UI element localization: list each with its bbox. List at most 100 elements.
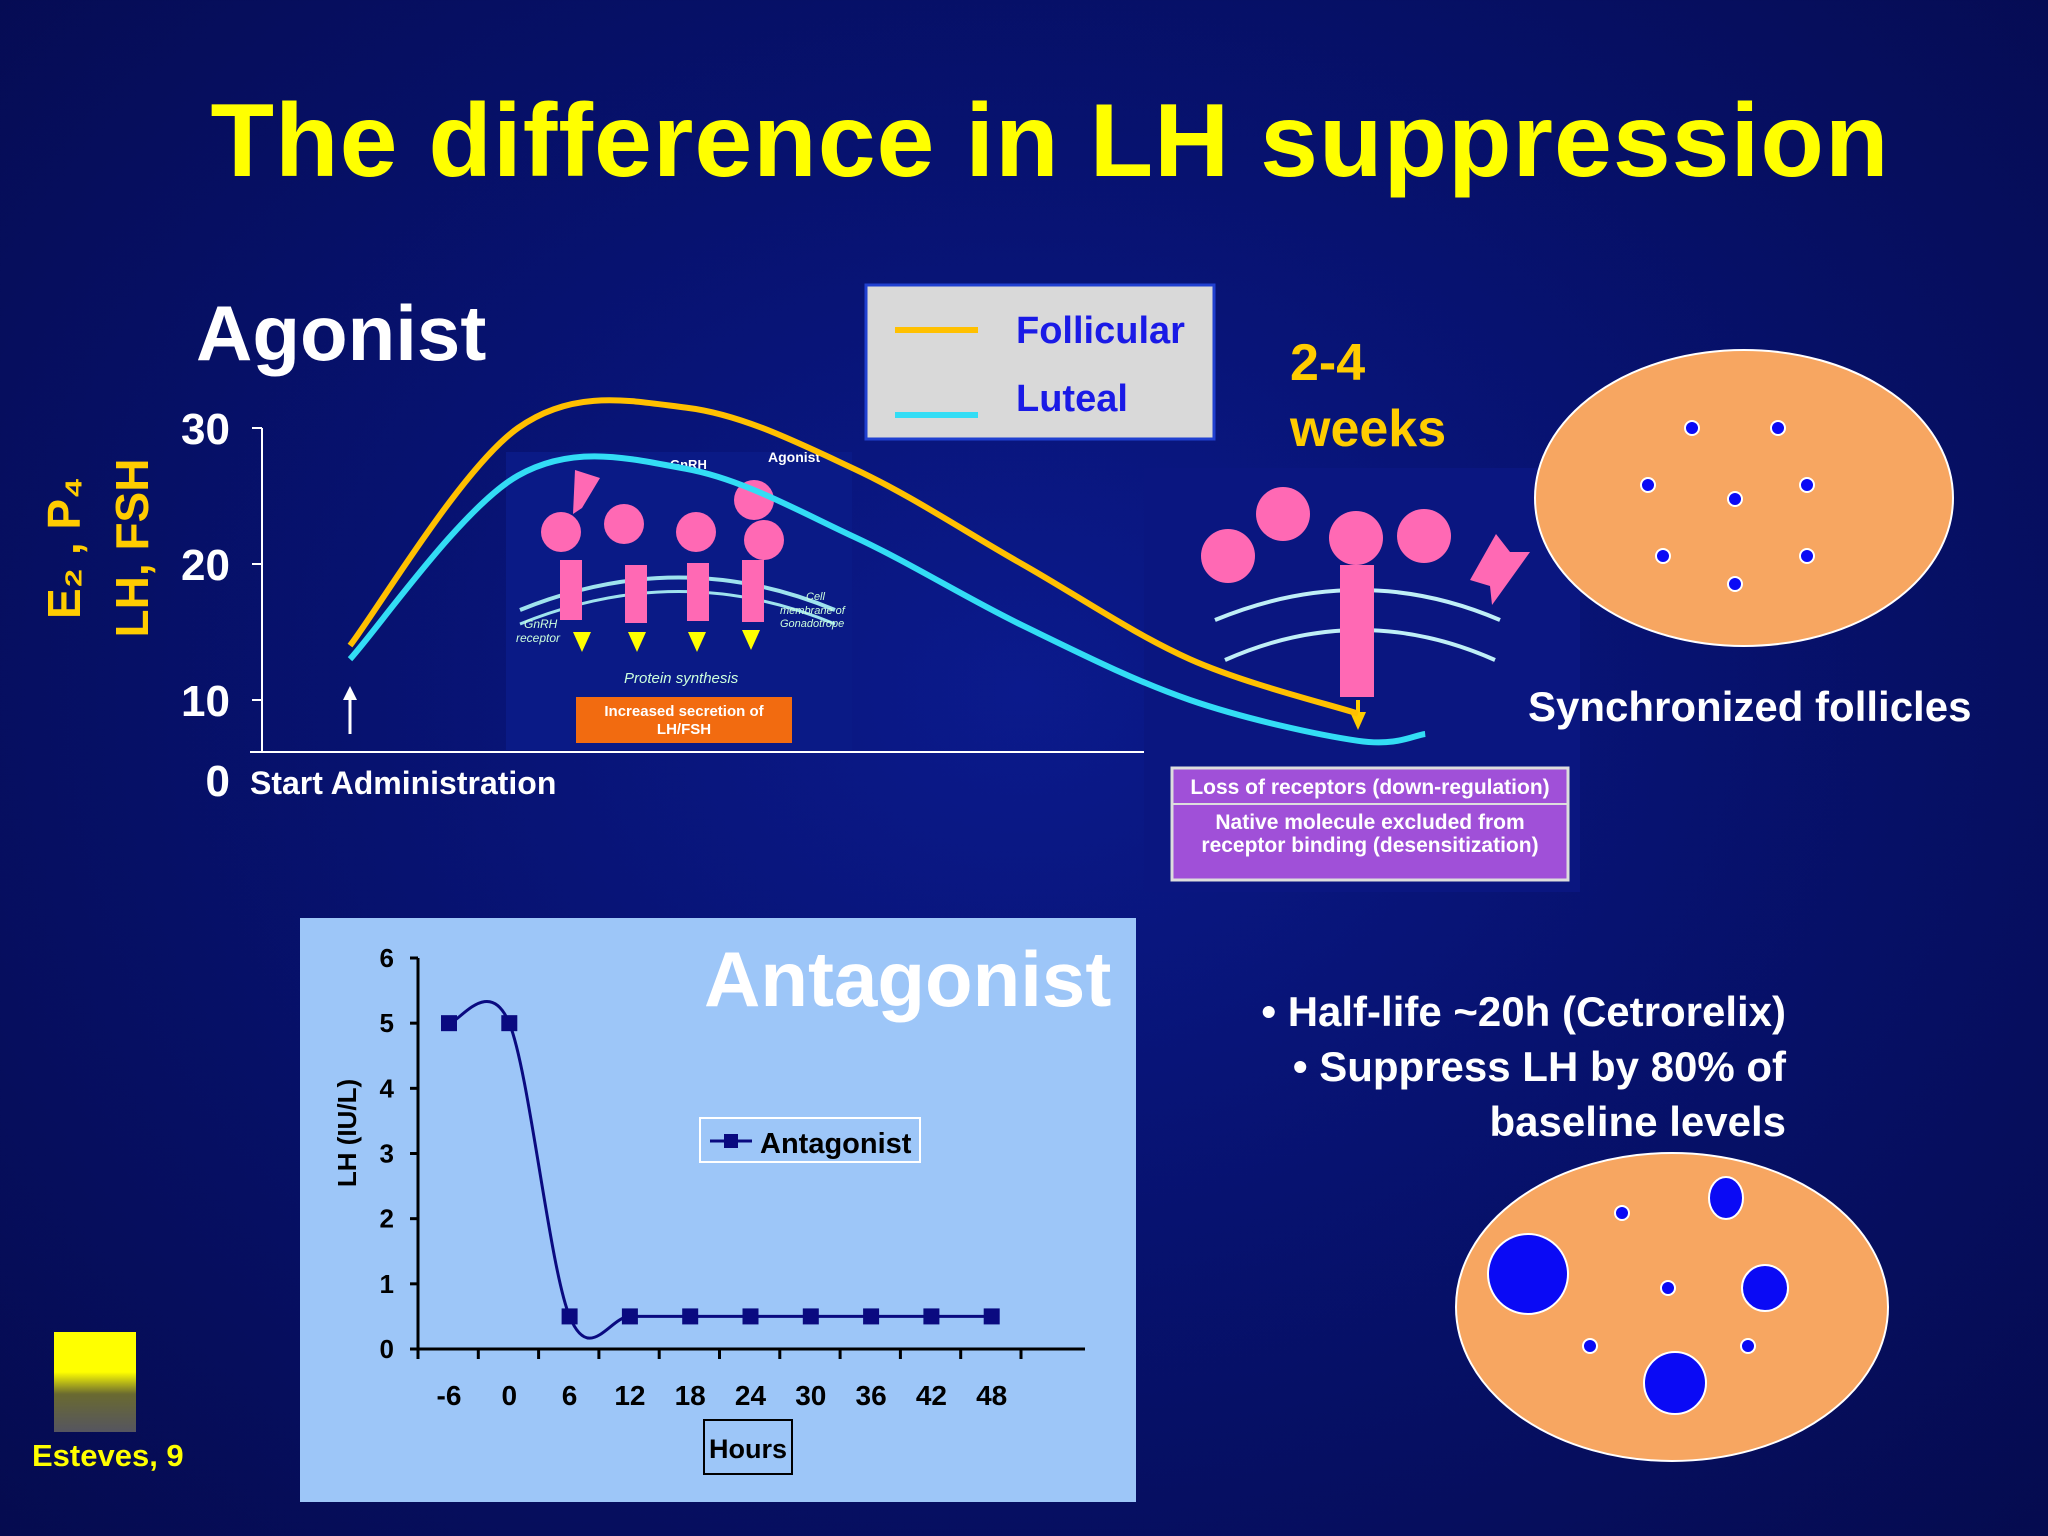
antagonist-ytick-label: 2 [380,1204,394,1234]
synchronized-follicles-label: Synchronized follicles [1528,683,1972,730]
receptor-fragment-shape [1470,534,1530,605]
follicle-dot [1487,1233,1569,1315]
follicle-dot [1740,1338,1756,1354]
antagonist-chart-panel [300,918,1136,1502]
downregulation-inset: Loss of receptors (down-regulation) Nati… [1144,468,1580,892]
bullet-half-life: • Half-life ~20h (Cetrorelix) [1261,988,1786,1035]
antagonist-xtick-label: 36 [856,1380,887,1411]
down-arrow-icon [1350,712,1366,730]
antagonist-xlabel-box [703,1419,793,1475]
antagonist-xtick-label: 6 [562,1380,578,1411]
gnrh-receptor-inset: GnRH Agonist GnRH receptor Cell membrane… [506,449,852,750]
agonist-ytick-label: 30 [181,405,230,454]
follicle-dot [1655,548,1671,564]
legend-label-antagonist: Antagonist [760,1128,912,1160]
follicle-dot [1660,1280,1676,1296]
yellow-arrows [573,630,760,652]
down-arrow-icon [573,632,591,652]
bullet-suppress: • Suppress LH by 80% of [1292,1043,1786,1090]
data-point-marker [923,1308,940,1325]
antagonist-xtick-label: 24 [735,1380,767,1411]
follicle-dot [1582,1338,1598,1354]
antagonist-xlabel: Hours [709,1434,787,1464]
antagonist-xtick-label: -6 [437,1380,462,1411]
slide-title: The difference in LH suppression [210,83,1890,199]
legend-marker-antagonist [724,1134,738,1148]
follicle-dot [1727,576,1743,592]
cell-label: membrane of [780,605,846,617]
antagonist-ytick-label: 5 [380,1008,394,1038]
follicle-dot [1727,491,1743,507]
data-point-marker [441,1015,457,1032]
follicle-dot [1640,477,1656,493]
antagonist-legend: Antagonist [699,1117,921,1163]
receptor-group [541,470,784,623]
series-line-antagonist [448,1000,992,1340]
gnrh-molecule-shape [573,470,600,514]
receptor-head-shape [604,504,644,544]
receptor-shape [625,565,647,623]
native-molecule-label: receptor binding (desensitization) [1201,834,1538,857]
antagonist-xtick-label: 0 [502,1380,518,1411]
antagonist-xtick-label: 48 [976,1380,1007,1411]
antagonist-ytick-label: 1 [380,1269,394,1299]
receptor-head-shape [1201,529,1255,583]
receptor-head-shape [1397,509,1451,563]
antagonist-notes: • Half-life ~20h (Cetrorelix) • Suppress… [1100,984,1786,1149]
legend-label-luteal: Luteal [1016,378,1128,420]
antagonist-xtick-label: 12 [614,1380,645,1411]
secretion-label: LH/FSH [657,721,711,738]
antagonist-ytick-label: 3 [380,1139,394,1169]
data-point-marker [682,1308,699,1325]
antagonist-xtick-label: 30 [795,1380,826,1411]
synchronized-ovary [1534,349,1954,647]
data-point-marker [983,1308,1000,1325]
secretion-label: Increased secretion of [604,703,764,720]
legend-label-follicular: Follicular [1016,310,1185,352]
antagonist-ytick-label: 0 [380,1334,394,1364]
receptor-head-shape [1329,511,1383,565]
agonist-legend: Follicular Luteal [864,283,1216,441]
duration-label: 2-4 weeks [1290,330,1550,462]
legend-box [699,1117,921,1163]
data-point-marker [561,1308,578,1325]
antagonist-ytick-label: 6 [380,943,394,973]
data-point-marker [802,1308,819,1325]
receptor-head-shape [744,520,784,560]
receptor-shape [687,563,709,621]
ovary-shape [1534,349,1954,647]
follicle-dot [1770,420,1786,436]
agonist-ytick-label: 0 [206,757,230,806]
follicle-dot [1741,1264,1789,1312]
data-point-marker [621,1308,638,1325]
receptor-head-shape [676,512,716,552]
data-point-marker [863,1308,880,1325]
agonist-molecule-shape [734,480,774,520]
follicle-dot [1799,477,1815,493]
credit-label: Esteves, 9 [32,1438,184,1473]
series-line-luteal [347,453,1426,746]
credit-color-swatch [54,1332,136,1432]
native-molecule-label: Native molecule excluded from [1215,811,1524,834]
down-arrow-icon [688,632,706,652]
antagonist-xtick-label: 42 [916,1380,947,1411]
follicle-dot [1614,1205,1630,1221]
follicle-dot [1799,548,1815,564]
start-arrowhead-icon [343,686,357,700]
cell-label: Cell [806,591,826,603]
data-point-marker [742,1308,759,1325]
series-line-follicular [347,397,1359,717]
antagonist-xticks: -6 0 6 12 18 24 30 36 42 48 [416,1349,1023,1411]
secretion-box [576,697,792,743]
ovary-shape [1455,1152,1889,1462]
protein-synthesis-label: Protein synthesis [624,670,739,687]
agonist-ylabel-line2: LH, FSH [106,459,158,638]
receptor-head-shape [541,512,581,552]
antagonist-xtick-label: 18 [675,1380,706,1411]
follicle-dot [1684,420,1700,436]
duration-line2: weeks [1290,400,1447,458]
down-arrow-icon [742,630,760,650]
loss-of-receptors-box [1170,766,1570,882]
